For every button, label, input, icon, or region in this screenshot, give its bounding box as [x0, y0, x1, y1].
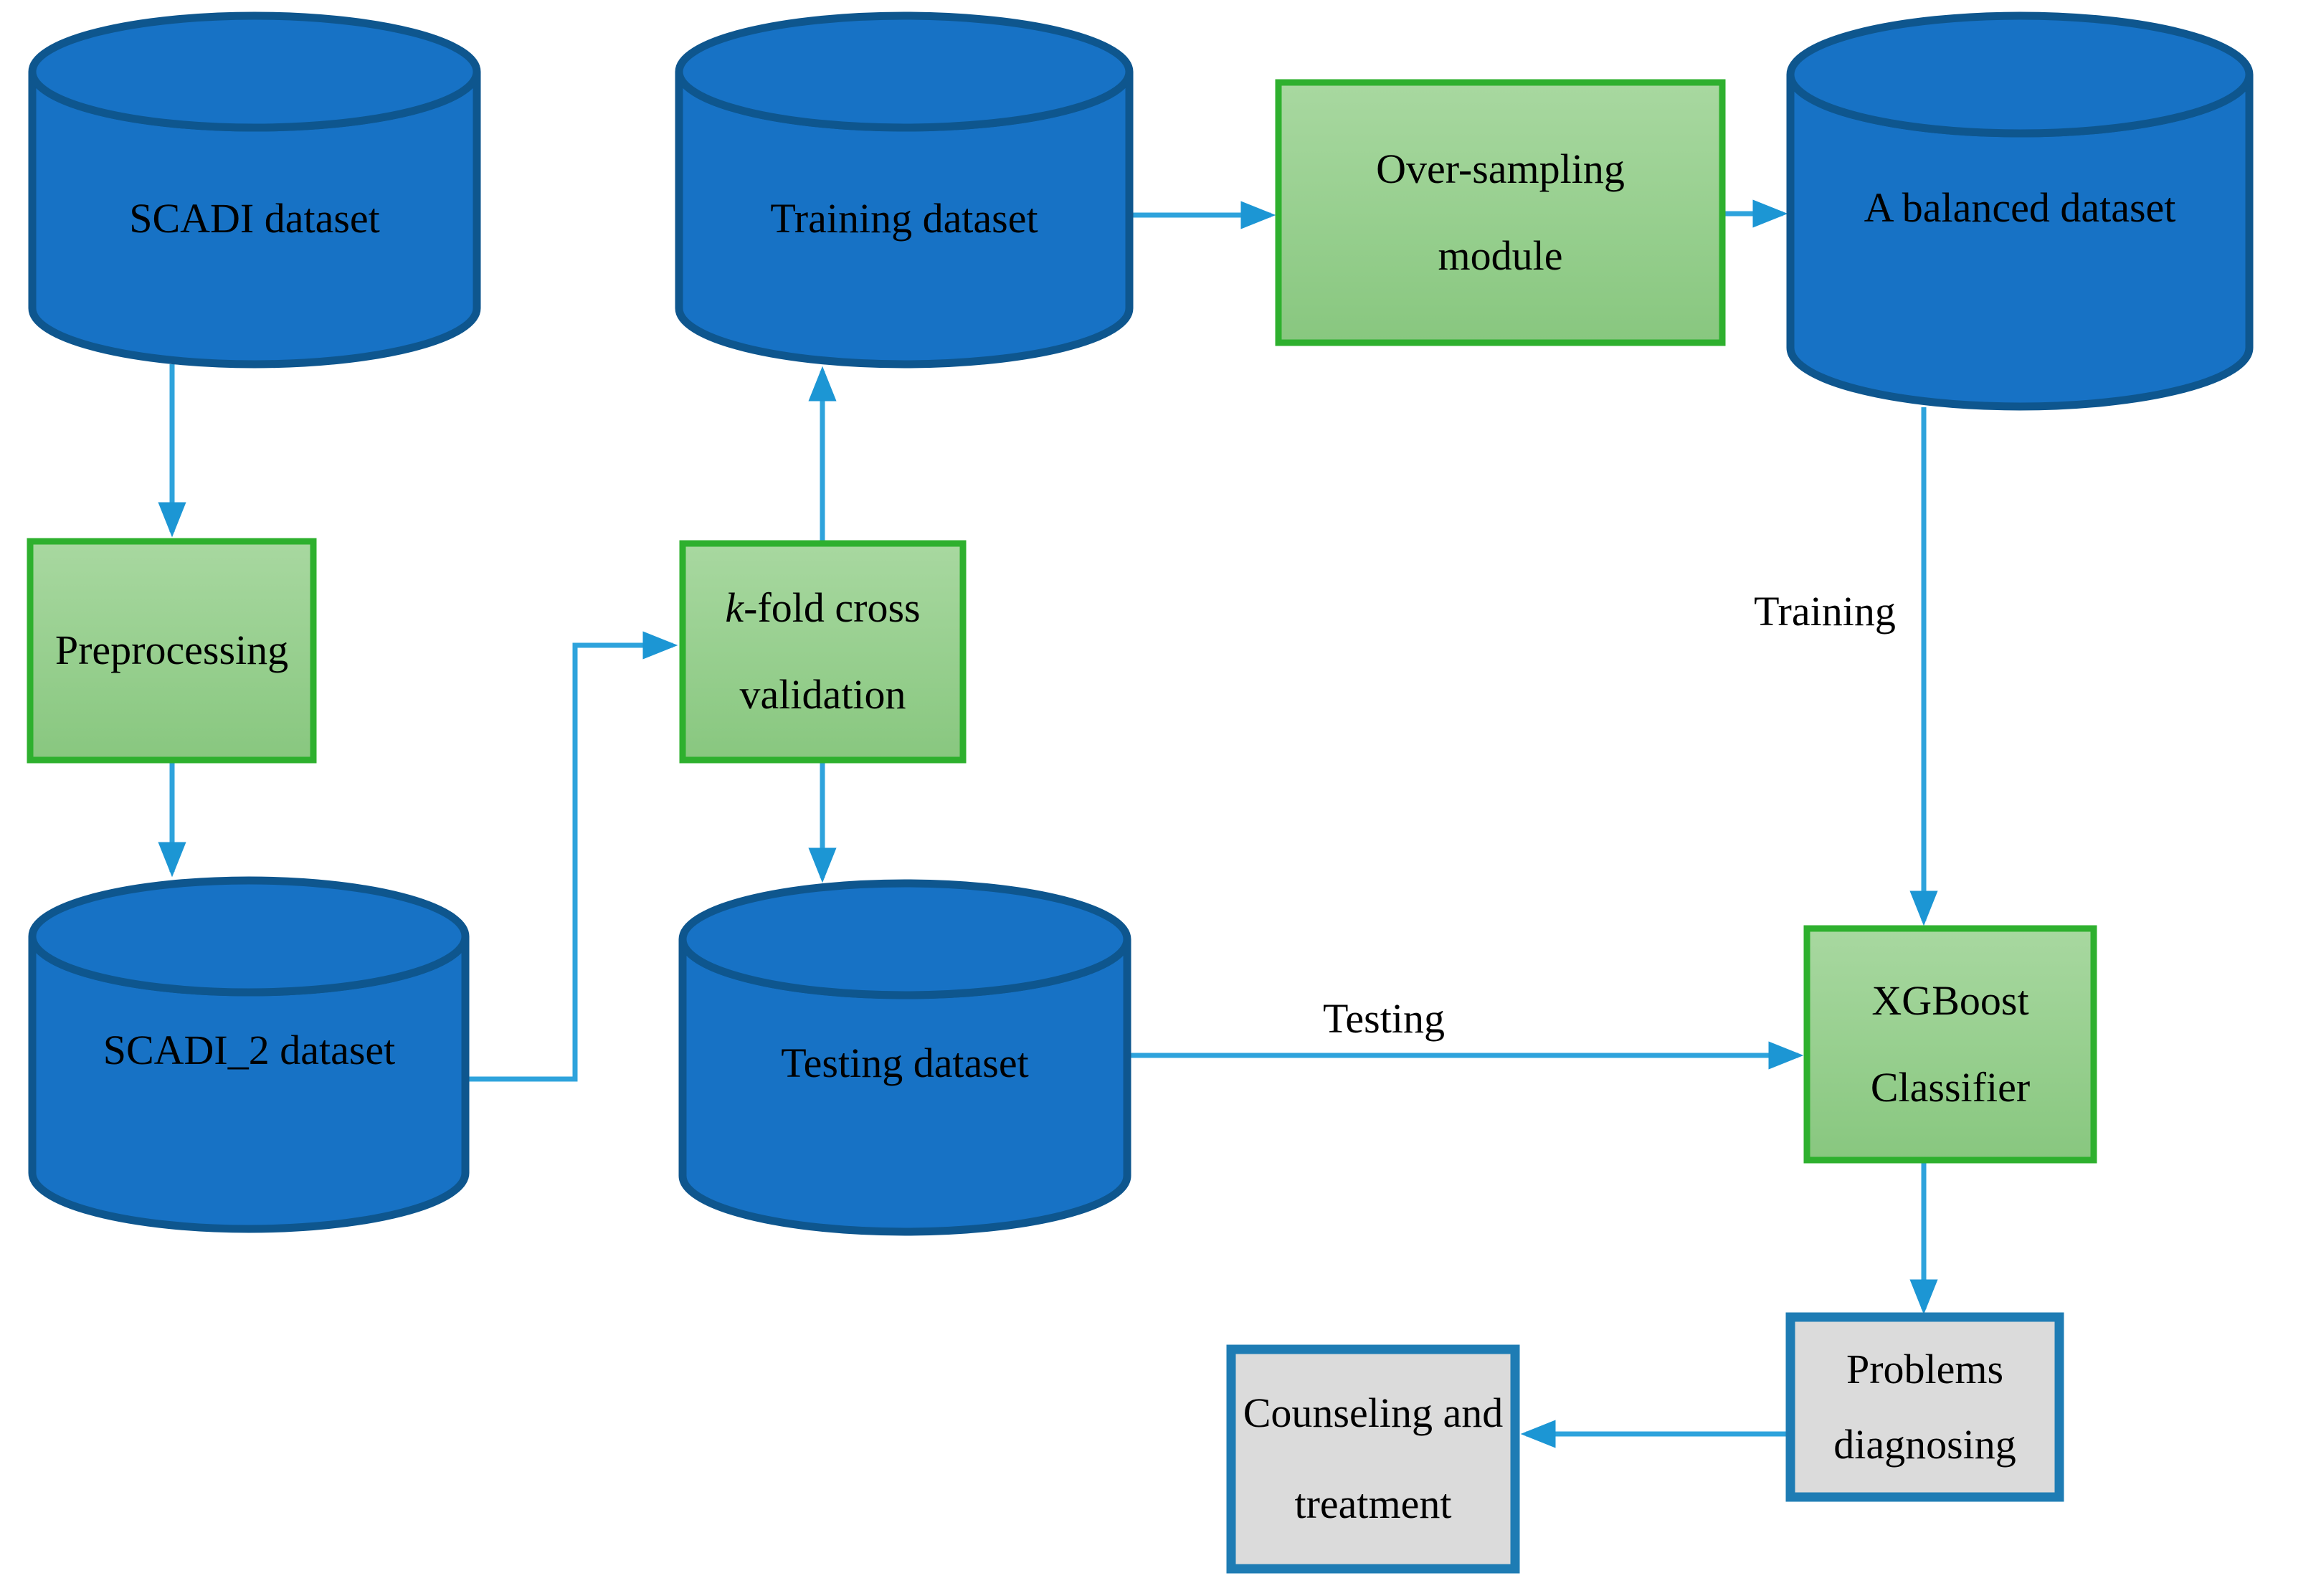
problems-diagnosing-box — [1785, 1312, 2064, 1502]
testing-dataset-cylinder — [678, 879, 1131, 1236]
xgboost-classifier-box — [1803, 925, 2097, 1164]
training-dataset-cylinder — [675, 11, 1134, 369]
counseling-treatment-box — [1226, 1344, 1520, 1574]
scadi2-dataset-cylinder — [28, 876, 470, 1233]
preprocessing-box — [27, 538, 317, 764]
scadi-dataset-cylinder — [28, 11, 481, 369]
balanced-dataset-cylinder — [1786, 11, 2254, 411]
kfold-cross-validation-box — [679, 540, 967, 764]
oversampling-module-box — [1275, 79, 1726, 346]
edge-scadi2-to-kfold — [466, 631, 678, 1082]
